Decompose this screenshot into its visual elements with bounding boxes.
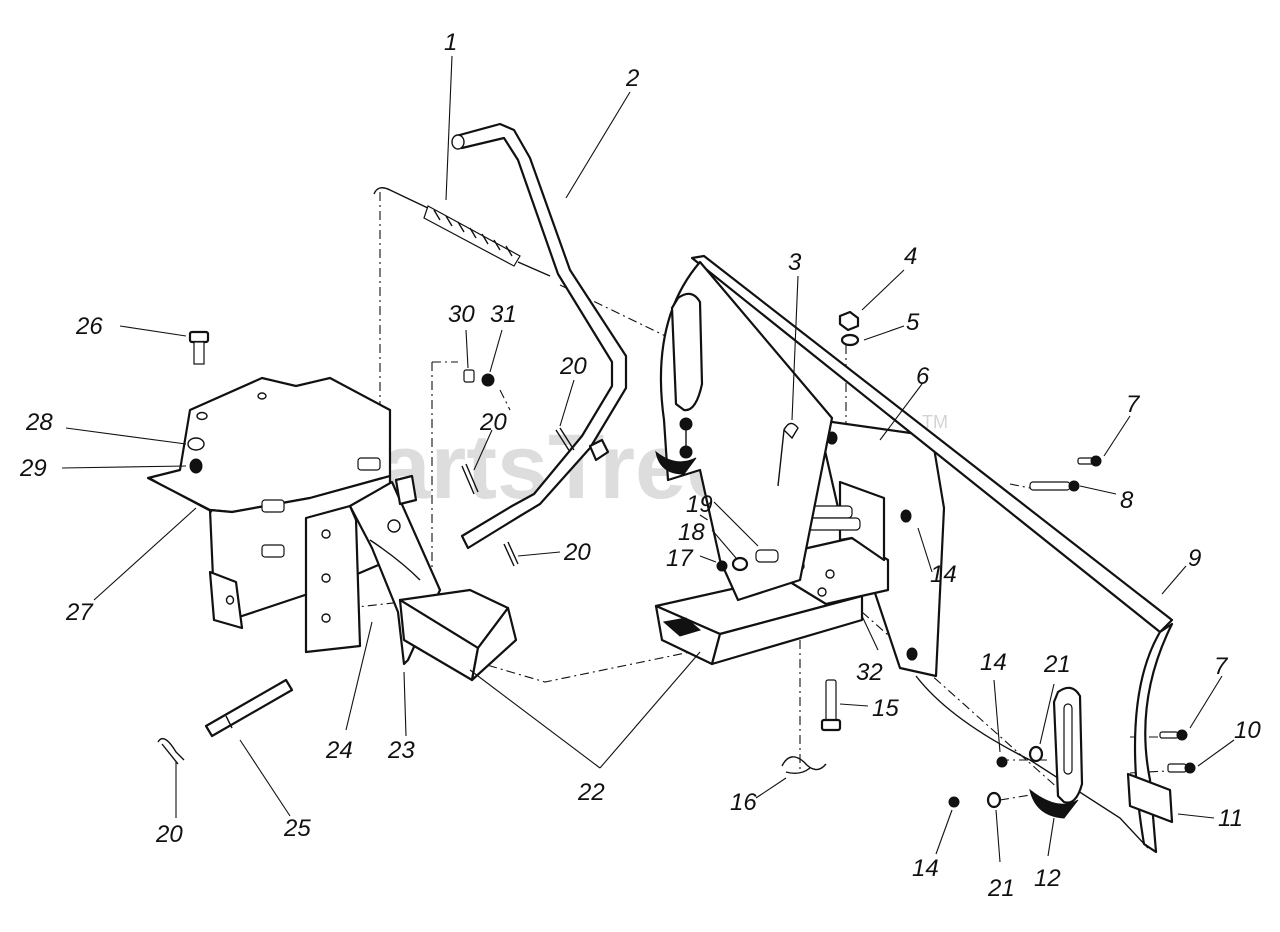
callout-6: 6 — [916, 363, 930, 390]
frame-bracket — [146, 376, 392, 630]
pin-and-nut — [463, 369, 495, 387]
callout-2: 2 — [625, 65, 639, 92]
callout-4: 4 — [904, 243, 917, 270]
callout-23: 23 — [387, 737, 415, 764]
callout-30: 30 — [448, 301, 475, 328]
blade-mount-bracket — [788, 418, 946, 678]
hardware — [716, 310, 1196, 809]
callout-20-d: 20 — [155, 821, 183, 848]
callout-29: 29 — [19, 455, 47, 482]
spring-cable — [373, 187, 551, 277]
watermark-trademark: TM — [922, 412, 948, 432]
cotter-pins — [461, 427, 575, 567]
lift-handle — [451, 122, 628, 550]
callout-21-upper: 21 — [1043, 651, 1071, 678]
callout-14-upper: 14 — [930, 561, 957, 588]
callout-20-a: 20 — [559, 353, 587, 380]
callout-21-lower: 21 — [987, 875, 1015, 902]
callout-15: 15 — [872, 695, 899, 722]
callout-18: 18 — [678, 519, 705, 546]
bolt — [188, 330, 210, 365]
pivot-pin — [204, 678, 294, 738]
callout-14-middle: 14 — [980, 649, 1007, 676]
callout-20-b: 20 — [479, 409, 507, 436]
callout-5: 5 — [906, 309, 920, 336]
push-tube-left — [398, 588, 518, 682]
callout-24: 24 — [325, 737, 353, 764]
wear-bar — [1126, 772, 1174, 824]
leader-lines — [61, 55, 1235, 863]
callout-1: 1 — [444, 29, 457, 56]
callout-32: 32 — [856, 659, 883, 686]
callout-labels: 1 2 3 4 5 6 7 8 9 7 10 11 12 14 14 14 15… — [19, 29, 1261, 902]
callout-10: 10 — [1234, 717, 1261, 744]
callout-28: 28 — [25, 409, 53, 436]
callout-22: 22 — [577, 779, 605, 806]
callout-7-lower: 7 — [1214, 653, 1229, 680]
skid-shoe-left — [655, 292, 704, 475]
callout-27: 27 — [65, 599, 94, 626]
callout-9: 9 — [1188, 545, 1201, 572]
callout-25: 25 — [283, 815, 311, 842]
callout-7-upper: 7 — [1126, 391, 1141, 418]
callout-26: 26 — [75, 313, 103, 340]
callout-8: 8 — [1120, 487, 1134, 514]
callout-20-c: 20 — [563, 539, 591, 566]
callout-12: 12 — [1034, 865, 1061, 892]
callout-3: 3 — [788, 249, 802, 276]
callout-17: 17 — [666, 545, 694, 572]
callout-14-lower: 14 — [912, 855, 939, 882]
callout-11: 11 — [1218, 805, 1243, 832]
callout-16: 16 — [730, 789, 757, 816]
cotter-pin — [157, 738, 185, 765]
callout-31: 31 — [490, 301, 517, 328]
callout-19: 19 — [686, 491, 713, 518]
skid-shoe-right — [1029, 686, 1084, 819]
